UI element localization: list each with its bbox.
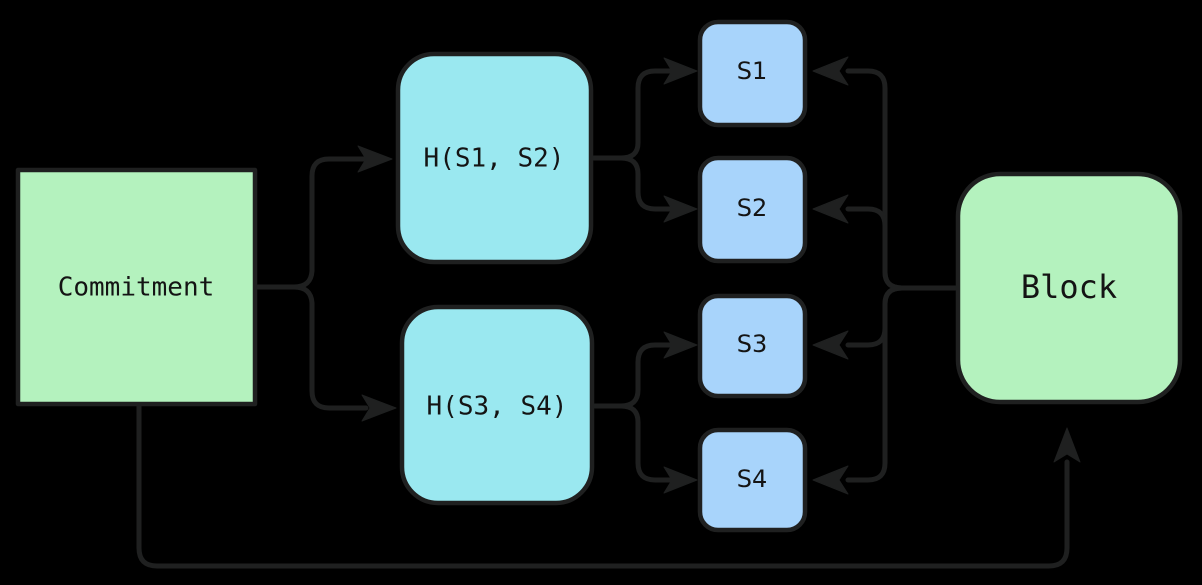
edge-commitment-to-block [136,403,1070,569]
edge-h12-to-s1-arrowhead [663,57,698,85]
edge-h12-to-s2 [591,155,675,212]
edge-commitment-to-h12-arrowhead [357,145,393,173]
s4-label: S4 [737,465,768,493]
edge-block-to-s3 [845,285,958,348]
edge-block-to-s4-arrowhead [812,465,849,495]
edge-block-to-s1 [845,68,958,291]
node-h12[interactable]: H(S1, S2) [395,51,594,265]
h34-label: H(S3, S4) [427,392,568,422]
edge-block-to-s2 [845,206,958,291]
edge-commitment-to-h34-arrowhead [361,394,397,422]
edge-block-to-s4 [845,285,958,483]
node-s3[interactable]: S3 [697,293,808,399]
h12-box[interactable] [395,51,594,265]
edge-h34-to-s4 [592,403,675,483]
edge-h34-to-s3 [592,342,675,409]
edge-block-to-s1-arrowhead [812,56,849,86]
h12-label: H(S1, S2) [424,144,565,174]
edge-h12-to-s2-arrowhead [663,195,698,223]
node-s4[interactable]: S4 [697,427,808,533]
node-s1[interactable]: S1 [697,19,808,128]
s1-box[interactable] [697,19,808,128]
h34-box[interactable] [399,304,595,506]
node-commitment[interactable]: Commitment [15,167,258,407]
nodes-layer: Commitment H(S1, S2) H(S3, S4) S1 S2 S3 [15,19,1183,533]
edge-block-to-s3-arrowhead [812,330,849,360]
block-box[interactable] [955,171,1183,405]
edge-h34-to-s3-arrowhead [663,331,698,359]
s4-box[interactable] [697,427,808,533]
commitment-box[interactable] [15,167,258,407]
commitment-label: Commitment [58,273,215,303]
edge-block-to-s2-arrowhead [812,194,849,224]
edges-layer [136,56,1081,569]
s3-box[interactable] [697,293,808,399]
s2-box[interactable] [697,155,808,264]
edge-h34-to-s4-arrowhead [663,466,698,494]
edge-h12-to-s1 [591,68,675,161]
edge-commitment-to-h34 [255,284,369,411]
node-h34[interactable]: H(S3, S4) [399,304,595,506]
edge-commitment-to-block-arrowhead [1053,427,1081,463]
s1-label: S1 [737,57,768,85]
s2-label: S2 [737,194,768,222]
s3-label: S3 [737,330,768,358]
block-label: Block [1021,268,1117,306]
node-block[interactable]: Block [955,171,1183,405]
edge-commitment-to-h12 [255,156,369,290]
node-s2[interactable]: S2 [697,155,808,264]
